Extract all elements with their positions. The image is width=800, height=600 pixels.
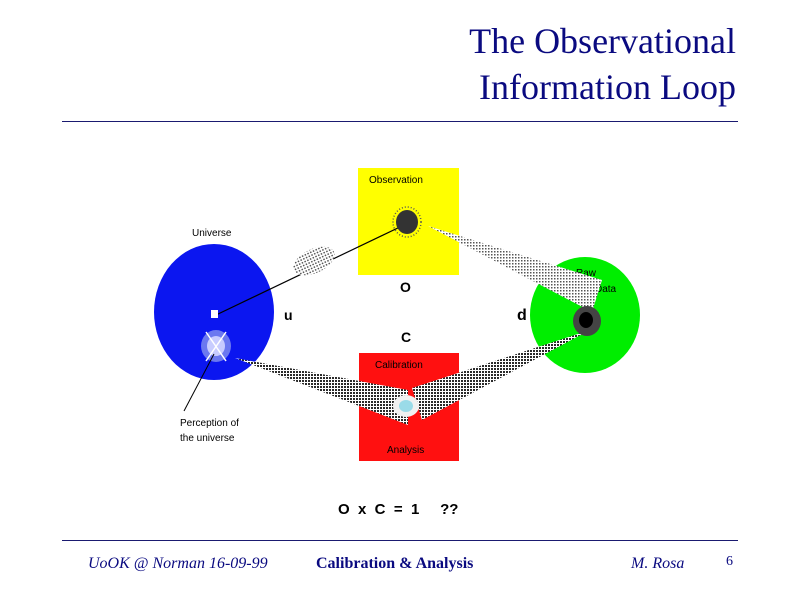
title-line-2: Information Loop (479, 67, 736, 107)
analysis-label: Analysis (387, 445, 424, 456)
top-divider (62, 121, 738, 122)
footer-author: M. Rosa (631, 555, 685, 572)
footer-venue-date: UoOK @ Norman 16-09-99 (88, 555, 268, 572)
data-to-calibration-beam (412, 330, 590, 420)
symbol-c: C (401, 329, 411, 345)
symbol-u: u (284, 307, 293, 323)
footer-topic: Calibration & Analysis (316, 555, 474, 572)
equation: O x C = 1 ?? (338, 501, 458, 518)
mid-blob (293, 246, 335, 276)
information-loop-diagram: . Universe Observation Calibration Analy… (154, 168, 640, 518)
observation-to-data-beam (428, 226, 602, 312)
slide-title: The Observational Information Loop (469, 18, 736, 110)
symbol-d: d (517, 307, 527, 324)
perception-pointer (183, 353, 215, 412)
data-label: Data (595, 284, 617, 295)
observation-label: Observation (369, 175, 423, 186)
universe-object-dot (211, 310, 218, 318)
calibration-label: Calibration (375, 360, 423, 371)
calibration-blob (393, 395, 419, 417)
universe-label: Universe (192, 228, 232, 239)
observation-blob (392, 206, 422, 238)
perception-label-line-2: the universe (180, 433, 235, 444)
symbol-o: O (400, 279, 411, 295)
title-line-1: The Observational (469, 21, 736, 61)
footer-page-number: 6 (726, 554, 733, 569)
universe-to-calibration-beam (235, 358, 408, 425)
perception-label-line-1: Perception of (180, 418, 239, 429)
raw-data-blob (573, 306, 601, 336)
bottom-divider (62, 540, 738, 541)
raw-label: Raw (576, 268, 597, 279)
perception-blob (201, 330, 231, 362)
